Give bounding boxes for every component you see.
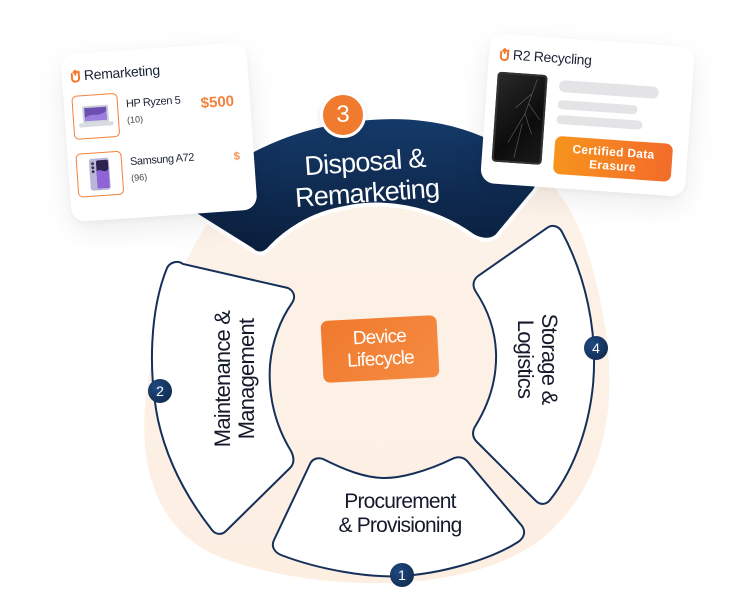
segment-procurement-provisioning[interactable] [271,456,526,578]
phone-icon [88,157,111,191]
segment-storage-logistics[interactable] [472,224,596,505]
product-price: $ [233,150,241,163]
center-label-line: Lifecycle [346,347,415,372]
stage-number-badge-1: 1 [390,563,414,587]
button-line: Erasure [588,157,637,175]
r2-card-title: R2 Recycling [512,46,593,69]
product-count: (96) [130,171,148,184]
label-line: Management [234,318,259,440]
brand-logo-icon [499,47,511,61]
product-thumbnail [75,150,125,198]
label-line: Maintenance & [210,310,235,448]
product-row[interactable]: Samsung A72 (96) [75,146,196,198]
product-price: $500 [200,92,235,112]
remarketing-card-title: Remarketing [83,61,161,84]
stage-label-procurement-provisioning: Procurement & Provisioning [290,490,510,538]
placeholder-line [556,114,643,130]
remarketing-card: Remarketing HP Ryzen 5 (10) $500 [60,41,258,223]
placeholder-line [558,79,660,99]
segment-disposal-remarketing[interactable] [183,115,540,256]
stage-number-badge-2: 2 [148,379,172,403]
product-name: HP Ryzen 5 [125,94,181,111]
product-count: (10) [126,114,144,126]
center-device-lifecycle: Device Lifecycle [320,315,440,383]
remarketing-card-header: Remarketing [69,62,160,84]
r2-card-header: R2 Recycling [499,46,593,69]
center-label-line: Device [352,325,407,350]
certified-data-erasure-button[interactable]: Certified Data Erasure [552,135,674,182]
stage-number-badge-4: 4 [584,336,608,360]
product-row[interactable]: HP Ryzen 5 (10) [71,88,182,140]
label-line: Logistics [513,319,538,399]
stage-number-badge-3: 3 [320,92,366,138]
laptop-icon [79,104,114,128]
product-name: Samsung A72 [129,151,195,169]
placeholder-line [557,99,638,115]
r2-recycling-card: R2 Recycling Certified Data Erasure [480,33,695,197]
stage-label-storage-logistics: Storage & Logistics [513,249,562,469]
cracked-tablet-icon [491,71,548,165]
label-line: Procurement [344,490,456,513]
label-line: & Provisioning [338,514,462,537]
label-line: Storage & [537,313,562,405]
product-thumbnail [71,92,121,140]
segment-maintenance-management[interactable] [150,260,296,535]
stage-label-maintenance-management: Maintenance & Management [210,269,259,489]
brand-logo-icon [69,68,81,83]
